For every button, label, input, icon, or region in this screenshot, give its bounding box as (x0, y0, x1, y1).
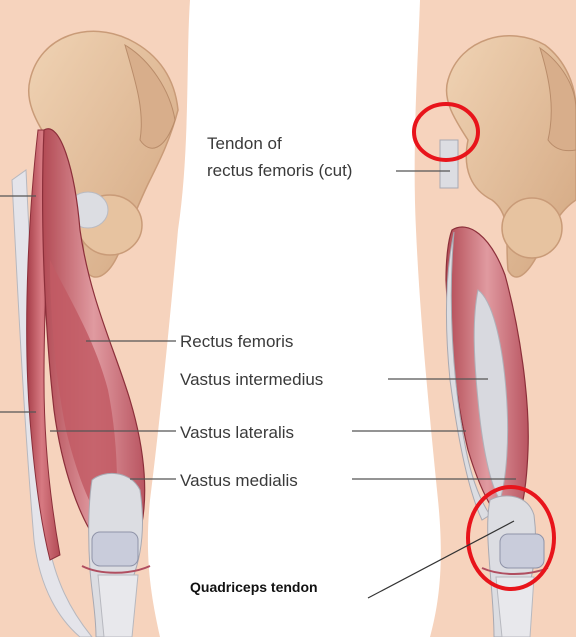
left-patella (92, 532, 138, 566)
label-tendon-line2: rectus femoris (cut) (207, 161, 352, 180)
right-leg-illustration (414, 0, 576, 637)
right-hip-socket (502, 198, 562, 258)
label-quadriceps-tendon: Quadriceps tendon (190, 579, 318, 595)
right-cut-tendon-stub (440, 140, 458, 188)
label-vastus-lateralis: Vastus lateralis (180, 423, 294, 442)
right-patella (500, 534, 544, 568)
label-tendon-line1: Tendon of (207, 134, 282, 153)
left-tibia (98, 575, 138, 637)
left-leg-illustration (0, 0, 190, 637)
label-rectus-femoris: Rectus femoris (180, 332, 293, 351)
label-vastus-medialis: Vastus medialis (180, 471, 298, 490)
label-vastus-intermedius: Vastus intermedius (180, 370, 323, 389)
